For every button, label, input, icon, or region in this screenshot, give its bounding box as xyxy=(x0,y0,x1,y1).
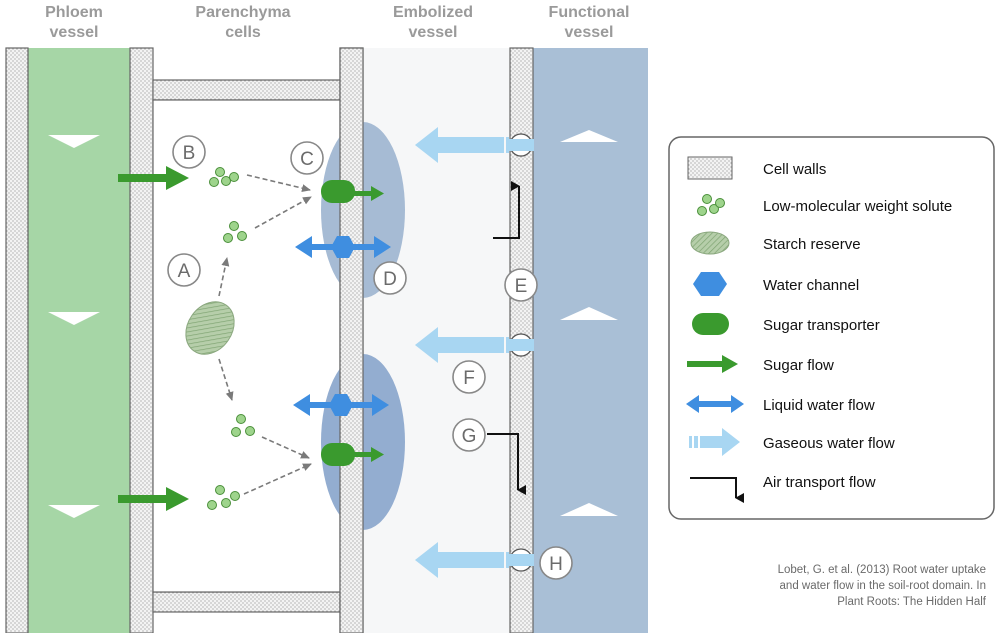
functional-flow-triangles xyxy=(560,130,618,516)
svg-text:H: H xyxy=(549,554,563,575)
label-B: B xyxy=(172,135,206,169)
water-channel-lower xyxy=(329,394,353,416)
legend: Cell walls Low-molecular weight solute S… xyxy=(668,136,995,520)
legend-box xyxy=(668,136,995,520)
bordered-pits xyxy=(508,133,534,572)
parenchyma-interior xyxy=(152,99,341,593)
legend-label-liquid-water-flow: Liquid water flow xyxy=(763,397,875,414)
air-transport-flow-icon xyxy=(690,477,744,503)
cell-wall-swatch-icon xyxy=(687,156,733,180)
legend-label-starch: Starch reserve xyxy=(763,236,861,253)
label-A: A xyxy=(167,253,201,287)
liquid-water-flow-icon xyxy=(686,395,744,413)
solute-clusters xyxy=(207,167,255,510)
air-transport-arrows xyxy=(487,181,526,495)
svg-text:and water flow in the soil-roo: and water flow in the soil-root domain. … xyxy=(780,580,986,592)
sugar-transporter-icon xyxy=(692,313,729,335)
header-phloem-1: Phloem xyxy=(45,4,103,21)
functional-vessel-fill xyxy=(533,48,648,633)
gaseous-water-flow-icon xyxy=(689,428,740,456)
header-parenchyma-1: Parenchyma xyxy=(195,4,290,21)
legend-label-air-transport-flow: Air transport flow xyxy=(763,474,876,491)
citation: Lobet, G. et al. (2013) Root water uptak… xyxy=(778,564,987,608)
label-G: G xyxy=(452,418,486,452)
column-headers: Phloem vessel Parenchyma cells Embolized… xyxy=(45,4,629,41)
sugar-flow-icon xyxy=(687,355,738,373)
circled-labels: A B C D E F G H xyxy=(167,135,573,580)
header-embolized-2: vessel xyxy=(409,24,458,41)
svg-text:Lobet, G. et al. (2013) Root w: Lobet, G. et al. (2013) Root water uptak… xyxy=(778,564,986,576)
liquid-water-flow xyxy=(293,236,391,416)
starch-reserve-icon xyxy=(690,231,730,255)
svg-text:E: E xyxy=(515,276,528,297)
label-C: C xyxy=(290,141,324,175)
sugar-flow-arrows xyxy=(118,166,384,511)
svg-text:Plant Roots: The Hidden Half: Plant Roots: The Hidden Half xyxy=(837,596,987,608)
solute-dots-icon xyxy=(697,194,725,216)
svg-text:G: G xyxy=(462,426,477,447)
phloem-flow-triangles xyxy=(48,135,100,518)
svg-text:F: F xyxy=(463,368,475,389)
header-parenchyma-2: cells xyxy=(225,24,261,41)
conversion-arrows xyxy=(218,174,312,495)
label-E: E xyxy=(504,268,538,302)
legend-label-sugar-transporter: Sugar transporter xyxy=(763,317,880,334)
header-embolized-1: Embolized xyxy=(393,4,473,21)
label-H: H xyxy=(539,546,573,580)
svg-text:A: A xyxy=(178,261,191,282)
label-D: D xyxy=(373,261,407,295)
legend-label-cell-walls: Cell walls xyxy=(763,161,826,178)
sugar-transporters xyxy=(321,180,355,466)
header-functional-1: Functional xyxy=(549,4,630,21)
legend-label-solute: Low-molecular weight solute xyxy=(763,198,952,215)
legend-label-water-channel: Water channel xyxy=(763,277,859,294)
header-functional-2: vessel xyxy=(565,24,614,41)
label-F: F xyxy=(452,360,486,394)
water-channel-upper xyxy=(331,236,355,258)
header-phloem-2: vessel xyxy=(50,24,99,41)
starch-reserve xyxy=(185,301,235,355)
legend-label-gaseous-water-flow: Gaseous water flow xyxy=(763,435,895,452)
svg-text:B: B xyxy=(183,143,196,164)
gaseous-water-flow-arrows xyxy=(415,127,509,578)
water-channel-icon xyxy=(693,272,727,296)
legend-label-sugar-flow: Sugar flow xyxy=(763,357,834,374)
svg-text:D: D xyxy=(383,269,397,290)
svg-text:C: C xyxy=(300,149,314,170)
